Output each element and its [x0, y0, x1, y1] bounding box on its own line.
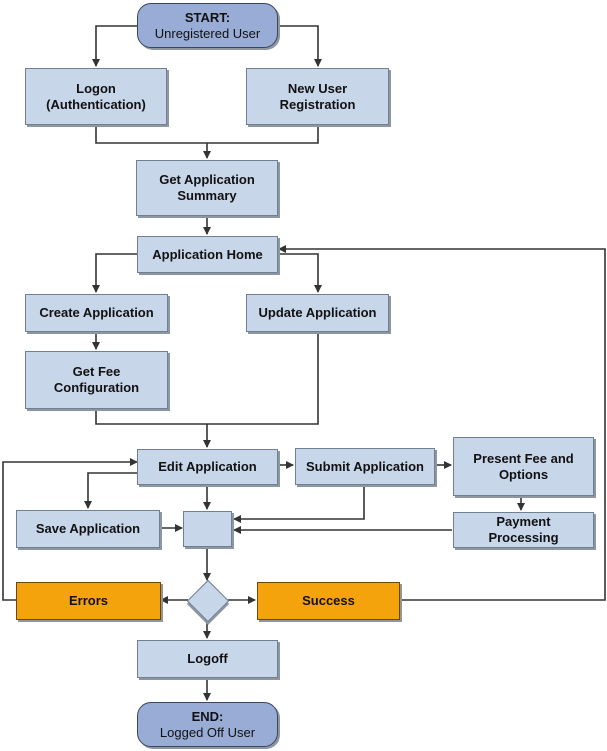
arrow-errors-edit: [2, 458, 138, 601]
arrow-fee-edit: [95, 332, 319, 447]
update-app-node: Update Application: [246, 294, 389, 332]
logon-line1: Logon: [76, 80, 116, 96]
payment-line2: Processing: [488, 530, 559, 545]
app-home-label: Application Home: [152, 246, 263, 262]
success-node: Success: [257, 582, 400, 620]
logon-line2: (Authentication): [46, 96, 146, 112]
present-fee-node: Present Fee and Options: [453, 437, 594, 496]
save-app-label: Save Application: [35, 521, 141, 536]
create-app-node: Create Application: [25, 294, 168, 332]
edit-app-label: Edit Application: [158, 459, 257, 474]
update-app-label: Update Application: [258, 305, 377, 320]
create-app-label: Create Application: [39, 305, 154, 320]
get-fee-line1: Get Fee: [72, 364, 121, 379]
success-label: Success: [302, 593, 355, 608]
arrow-success-home: [278, 245, 606, 601]
end-subtitle: Logged Off User: [159, 724, 256, 740]
arrow-logon-summary: [95, 125, 319, 158]
arrow-home-create: [92, 253, 137, 293]
new-user-line1: New User: [287, 80, 348, 96]
new-user-line2: Registration: [279, 96, 356, 112]
app-home-node: Application Home: [137, 236, 278, 273]
get-fee-node: Get Fee Configuration: [25, 351, 168, 409]
submit-app-label: Submit Application: [306, 458, 424, 474]
get-summary-node: Get Application Summary: [136, 160, 278, 216]
logoff-label: Logoff: [187, 651, 228, 666]
start-subtitle: Unregistered User: [154, 25, 261, 41]
arrow-start-newuser: [278, 25, 322, 67]
get-fee-line2: Configuration: [53, 380, 140, 395]
logon-node: Logon (Authentication): [25, 68, 167, 125]
logoff-node: Logoff: [137, 640, 278, 678]
arrow-edit-save: [84, 472, 137, 509]
edit-app-node: Edit Application: [137, 449, 278, 485]
start-title: START:: [184, 9, 231, 25]
merge-node: [183, 511, 232, 547]
errors-node: Errors: [16, 582, 161, 620]
get-summary-line2: Summary: [177, 188, 237, 203]
errors-label: Errors: [68, 593, 109, 608]
payment-node: Payment Processing: [453, 512, 594, 548]
get-summary-line1: Get Application: [159, 172, 255, 187]
arrow-submit-merge: [233, 485, 365, 523]
submit-app-node: Submit Application: [295, 448, 435, 485]
arrow-home-update: [278, 253, 322, 293]
arrow-start-logon: [92, 25, 137, 67]
end-node: END: Logged Off User: [137, 702, 278, 747]
present-fee-line1: Present Fee and: [473, 450, 574, 466]
new-user-node: New User Registration: [246, 68, 389, 125]
start-node: START: Unregistered User: [137, 3, 278, 48]
payment-line1: Payment: [496, 514, 551, 529]
present-fee-line2: Options: [498, 466, 549, 482]
end-title: END:: [191, 708, 224, 724]
save-app-node: Save Application: [16, 510, 160, 548]
